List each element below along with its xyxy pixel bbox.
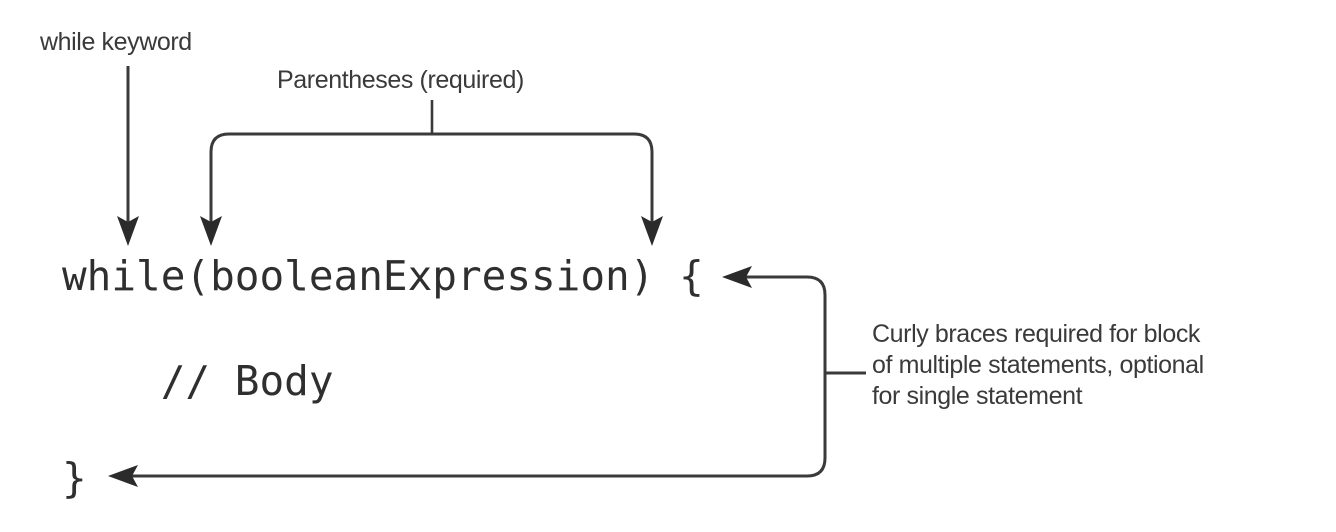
code-line-closing-brace: }: [62, 454, 87, 502]
curly-braces-connector: [108, 266, 866, 487]
curly-braces-bracket-path: [126, 275, 827, 478]
label-curly-braces-line3: for single statement: [872, 382, 1083, 410]
parentheses-right-arrow-head: [641, 216, 663, 246]
label-curly-braces-line1: Curly braces required for block: [872, 320, 1201, 348]
parentheses-connector: [200, 100, 663, 246]
curly-braces-top-arrow-head: [722, 266, 752, 288]
while-keyword-connector: [117, 66, 139, 246]
curly-braces-bottom-arrow-head: [108, 465, 138, 487]
label-while-keyword: while keyword: [39, 28, 192, 56]
parentheses-bracket-path: [209, 132, 654, 228]
code-line-body-comment: // Body: [62, 357, 334, 405]
label-parentheses: Parentheses (required): [277, 66, 524, 94]
label-curly-braces-line2: of multiple statements, optional: [872, 351, 1204, 379]
code-line-while-header: while(booleanExpression) {: [62, 252, 704, 300]
while-keyword-arrow-head: [117, 216, 139, 246]
parentheses-left-arrow-head: [200, 216, 222, 246]
